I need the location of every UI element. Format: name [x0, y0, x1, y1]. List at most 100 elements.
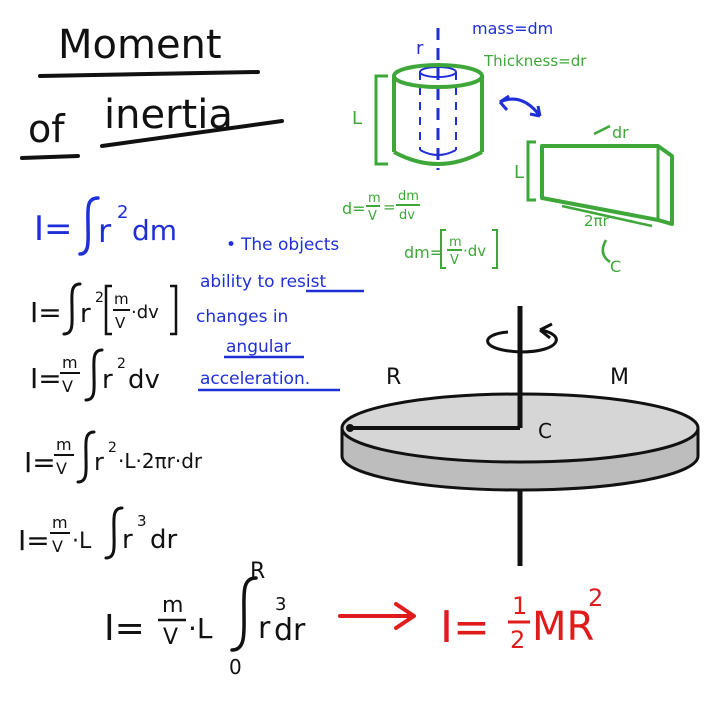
step4-tail: dr — [150, 525, 178, 555]
note-line-3: changes in — [196, 307, 288, 327]
step5-mid: ·L — [188, 612, 213, 645]
cylindrical-shell-diagram: mass=dm Thickness=dr r L d= m V = dm dv … — [342, 19, 587, 269]
step2-num: m — [62, 353, 78, 372]
strip-dr-label: dr — [612, 123, 629, 142]
strip-c-arrow — [601, 239, 611, 264]
title-underline-2 — [20, 154, 80, 160]
strip-length-arrow — [561, 204, 653, 228]
result-mr: MR — [532, 604, 594, 650]
step3-exp: 2 — [108, 440, 117, 456]
density-f1-num: m — [368, 191, 381, 206]
derivation-step-1: I= r 2 m V ·dv — [30, 282, 178, 336]
step3-tail: ·L·2πr·dr — [118, 449, 203, 473]
step2-den: V — [62, 377, 73, 396]
step4-r: r — [122, 525, 133, 555]
shell-thickness-label: Thickness=dr — [483, 52, 587, 70]
step1-r: r — [80, 299, 91, 329]
step2-tail: dv — [128, 365, 160, 395]
title: Moment of inertia — [20, 22, 284, 160]
note-bullet: • — [226, 235, 236, 255]
def-dm: dm — [132, 214, 177, 247]
strip-L-label: L — [514, 162, 524, 183]
disk-C-label: C — [538, 419, 552, 443]
step1-lhs: I= — [30, 296, 62, 329]
result-exp: 2 — [588, 584, 603, 612]
note-line-2: ability to resist — [200, 272, 326, 292]
result: I= 1 2 MR 2 — [338, 584, 603, 654]
strip-dr-arrow — [593, 124, 611, 136]
dm-lhs: dm= — [404, 243, 443, 262]
density-eq: = — [383, 198, 396, 216]
step2-r: r — [102, 365, 113, 395]
step3-r: r — [94, 448, 104, 476]
dm-bracket-right — [492, 229, 498, 269]
step4-mid: ·L — [72, 529, 92, 554]
shell-inner-bottom — [419, 149, 457, 156]
step5-lhs: I= — [104, 608, 145, 649]
shell-unroll-arrowhead-right — [529, 105, 542, 118]
def-integral-sign — [78, 196, 100, 256]
step3-integral-sign — [76, 430, 96, 484]
step5-lower-limit: 0 — [229, 655, 242, 679]
shell-r-label: r — [416, 38, 424, 59]
step3-lhs: I= — [24, 446, 56, 479]
derivation-step-5: I= m V ·L R 0 r 3 dr — [104, 559, 306, 679]
unrolled-strip-diagram: dr L 2πr C — [514, 123, 674, 276]
rotating-disk-diagram: R M C — [340, 306, 700, 566]
title-line2-of: of — [28, 107, 66, 151]
dm-bracket-left — [440, 229, 446, 269]
step1-integral-sign — [62, 282, 82, 336]
derivation-step-4: I= m V ·L r 3 dr — [18, 506, 178, 560]
step1-num: m — [114, 290, 129, 308]
step4-num: m — [52, 513, 68, 532]
density-f1-den: V — [368, 209, 377, 224]
title-underline-3 — [100, 119, 284, 148]
note-line-1: The objects — [240, 235, 339, 255]
derivation-step-2: I= m V r 2 dv — [30, 348, 160, 402]
step3-num: m — [56, 435, 72, 454]
disk-R-label: R — [386, 365, 401, 390]
title-line1: Moment — [58, 22, 222, 68]
result-num: 1 — [512, 592, 527, 620]
dm-den: V — [450, 253, 459, 268]
derivation-step-3: I= m V r 2 ·L·2πr·dr — [24, 430, 203, 484]
strip-circumference-label: 2πr — [584, 212, 610, 230]
title-underline-1 — [38, 70, 260, 78]
def-exp: 2 — [117, 202, 128, 223]
step5-num: m — [162, 593, 183, 618]
def-lhs: I= — [34, 209, 73, 249]
step5-den: V — [163, 625, 178, 650]
density-f2-den: dv — [399, 208, 415, 223]
shell-unroll-arrowhead-left — [498, 94, 510, 111]
step5-tail: dr — [274, 613, 306, 648]
rotation-arrowhead — [539, 322, 553, 340]
result-lhs: I= — [440, 602, 490, 653]
result-den: 2 — [510, 626, 525, 654]
step1-bracket-left — [104, 284, 112, 336]
def-r: r — [98, 212, 112, 250]
definition-note: • The objects ability to resist changes … — [196, 235, 364, 392]
strip-c-label: C — [610, 257, 621, 276]
step2-lhs: I= — [30, 362, 62, 395]
rotation-arrow — [486, 328, 558, 354]
strip-height-bracket — [526, 140, 536, 202]
step5-r: r — [258, 611, 271, 646]
step5-integral-sign — [230, 576, 258, 652]
note-line-5: acceleration. — [200, 369, 310, 389]
definition-formula: I= r 2 dm — [34, 196, 177, 256]
dm-num: m — [449, 235, 462, 250]
step4-exp: 3 — [137, 512, 147, 530]
step4-den: V — [52, 537, 63, 556]
density-equation: d= m V = dm dv — [342, 189, 420, 224]
dm-equation: dm= m V ·dv — [404, 229, 498, 269]
shell-L-label: L — [352, 108, 362, 129]
disk-M-label: M — [610, 365, 629, 390]
shell-mass-label: mass=dm — [472, 19, 553, 38]
shell-outer-bottom — [393, 150, 483, 166]
note-line-4: angular — [226, 337, 291, 357]
disk-radius-endpoint — [346, 424, 354, 432]
step1-den: V — [115, 314, 126, 332]
step1-tail: ·dv — [131, 302, 159, 323]
density-lhs: d= — [342, 199, 366, 218]
